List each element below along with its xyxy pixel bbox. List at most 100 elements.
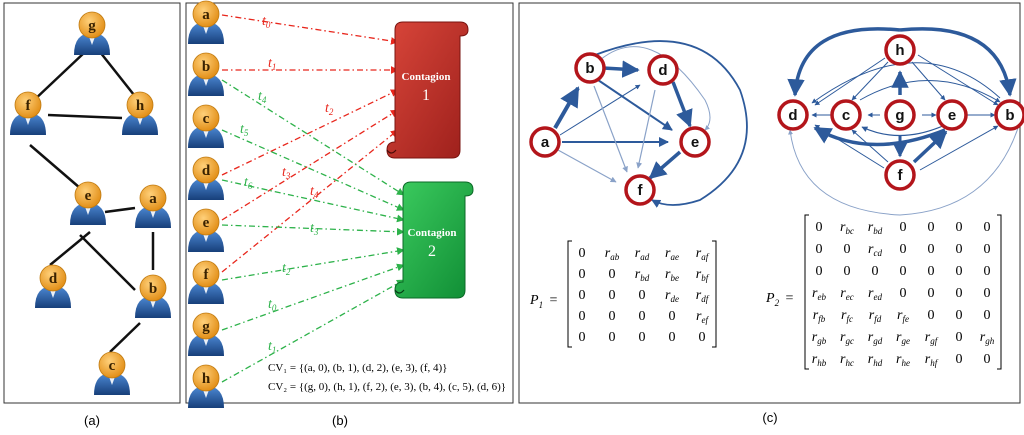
panel-a-person-h: h (122, 91, 158, 135)
matrix-p2-cell: 0 (984, 242, 991, 257)
edge-h-c (851, 61, 889, 101)
matrix-p2-cell: rfe (897, 308, 909, 324)
panel-a-person-c: c (94, 351, 130, 395)
graph-2-node-label: f (898, 167, 904, 184)
panel-b-person-e: e (188, 208, 224, 252)
link-g-h (99, 51, 139, 101)
person-head-icon (139, 274, 167, 302)
link-f-e (29, 144, 81, 189)
matrix-p1-cell: 0 (669, 330, 676, 345)
link-e-b (79, 234, 136, 291)
matrix-p2-cell: 0 (872, 264, 879, 279)
graph-1-edges (553, 40, 748, 208)
graph-2-node-c: c (830, 99, 862, 131)
matrix-p2-cell: rgh (980, 330, 995, 346)
edge-b-c (859, 80, 1001, 103)
caption-c: (c) (762, 410, 777, 425)
panel-b-border (185, 2, 514, 404)
edge-f-e (912, 130, 948, 164)
arrow-f-c2 (221, 247, 405, 281)
graph-2-node-label: c (842, 107, 850, 124)
person-head-icon (192, 104, 220, 132)
matrix-p2-cell: rfd (869, 308, 882, 324)
panel-b-person-label: g (202, 319, 210, 335)
matrix-p1-cell: 0 (609, 309, 616, 324)
matrix-p1-cell: ref (696, 309, 709, 325)
contagion-1-arrows (221, 14, 399, 273)
panel-a-person-label: a (149, 191, 157, 207)
matrix-p2-cell: rgf (925, 330, 939, 346)
matrix-p1-right-bracket (712, 240, 717, 348)
matrix-p2-cell: 0 (984, 352, 991, 367)
matrix-p1-cell: raf (696, 246, 710, 262)
panel-b-person-c: c (188, 104, 224, 148)
contagion-1-number: 1 (422, 87, 430, 104)
matrix-p2-cell: rhc (840, 352, 854, 368)
matrix-p1-cell: rdf (696, 288, 710, 304)
matrix-p2-cell: rbd (868, 220, 883, 236)
edge-h-d (814, 57, 886, 106)
edge-b-d (811, 62, 1001, 104)
matrix-p2-cell: 0 (900, 220, 907, 235)
matrix-p2-cell: 0 (844, 242, 851, 257)
link-f-h (47, 113, 123, 120)
graph-1-node-label: d (658, 62, 667, 79)
panel-b-person-label: f (204, 267, 210, 283)
panel-b-person-a: a (188, 0, 224, 44)
matrix-p2-cell: rhf (925, 352, 939, 368)
matrix-p2-label: P2 = (765, 291, 794, 308)
matrix-p2-cell: rfb (813, 308, 826, 324)
panel-a-person-g: g (74, 11, 110, 55)
label-c1-1: t1 (268, 56, 276, 72)
arrow-h-c2 (221, 279, 405, 383)
edge-b-f-curve (594, 40, 748, 208)
matrix-p2-cell: rgb (812, 330, 827, 346)
panel-b-person-label: c (203, 111, 210, 127)
matrix-p1-cell: rbd (635, 267, 650, 283)
matrix-p2-cell: 0 (928, 308, 935, 323)
person-head-icon (126, 91, 154, 119)
contagion-2-title: Contagion (408, 227, 457, 239)
matrix-p1-cell: rbf (696, 267, 710, 283)
matrix-p2-cell: 0 (900, 264, 907, 279)
person-head-icon (192, 156, 220, 184)
panel-b-person-g: g (188, 312, 224, 356)
label-c2-1: t5 (240, 122, 249, 138)
graph-1-node-label: f (638, 182, 644, 199)
label-c2-6: t1 (268, 339, 276, 355)
matrix-p2-cell: rcd (868, 242, 882, 258)
matrix-p2-cell: 0 (956, 352, 963, 367)
matrix-p1-cell: 0 (639, 330, 646, 345)
matrix-p1-cell: 0 (699, 330, 706, 345)
panel-b-person-d: d (188, 156, 224, 200)
matrix-p1-cell: rbe (665, 267, 679, 283)
graph-2-node-e: e (936, 99, 968, 131)
matrix-p2-cell: 0 (956, 308, 963, 323)
edge-h-e (911, 61, 946, 101)
label-c1-0: t0 (262, 14, 271, 30)
matrix-p2-cell: 0 (956, 330, 963, 345)
matrix-p1-cell: 0 (579, 288, 586, 303)
panel-a-border (3, 2, 181, 404)
label-c1-3: t3 (282, 165, 291, 181)
person-head-icon (14, 91, 42, 119)
contagion-2-number: 2 (428, 243, 436, 260)
matrix-p2-cell: 0 (928, 242, 935, 257)
matrix-p2-cell: rhb (812, 352, 827, 368)
matrix-p2-cell: 0 (928, 220, 935, 235)
contagion-2-labels: t4 t5 t6 t3 t2 t0 t1 (240, 89, 319, 355)
matrix-p1-cell: 0 (639, 309, 646, 324)
matrix-p2-cell: rhe (896, 352, 910, 368)
label-c2-5: t0 (268, 297, 277, 313)
graph-1-node-a: a (529, 126, 561, 158)
arrow-c-c2 (221, 129, 405, 211)
arrow-b-c2 (221, 79, 405, 196)
matrix-p1-cell: 0 (669, 309, 676, 324)
cv1-text: CV₁ = {(a, 0), (b, 1), (d, 2), (e, 3), (… (268, 362, 447, 374)
matrix-p2-cell: 0 (844, 264, 851, 279)
arrow-e-c2 (221, 224, 405, 236)
matrix-p2-cell: reb (812, 286, 826, 302)
